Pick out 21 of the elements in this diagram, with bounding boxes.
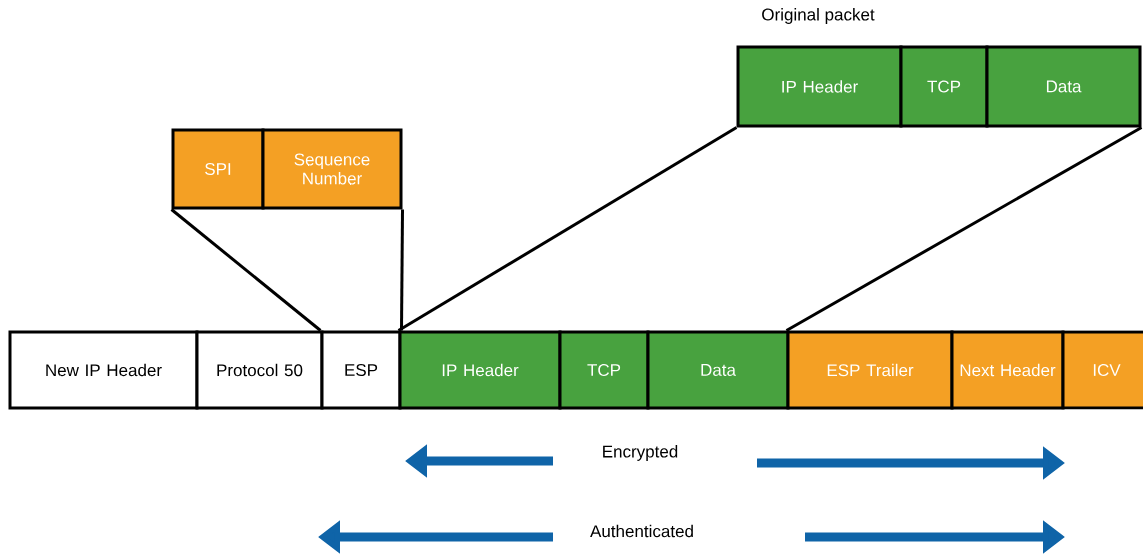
- packet-field: Sequence Number: [261, 128, 403, 210]
- packet-field: Next Header: [950, 330, 1065, 410]
- packet-field: TCP: [899, 45, 989, 128]
- packet-field: IP Header: [736, 45, 903, 128]
- packet-field: New IP Header: [8, 330, 199, 410]
- expansion-line: [400, 209, 404, 331]
- caption-text: Original packet: [762, 8, 875, 24]
- packet-field: Data: [985, 45, 1142, 128]
- packet-field: IP Header: [398, 330, 562, 410]
- packet-field: ESP: [320, 330, 402, 410]
- packet-field: ESP Trailer: [786, 330, 954, 410]
- packet-field: SPI: [171, 128, 265, 210]
- caption-text: Authenticated: [590, 524, 693, 538]
- caption-text: Encrypted: [603, 445, 678, 461]
- packet-field: TCP: [558, 330, 650, 410]
- packet-field: ICV: [1061, 330, 1143, 410]
- expansion-line: [785, 126, 1143, 332]
- expansion-line: [170, 208, 322, 332]
- packet-field: Protocol 50: [195, 330, 324, 410]
- expansion-line: [397, 126, 738, 332]
- packet-field: Data: [646, 330, 790, 410]
